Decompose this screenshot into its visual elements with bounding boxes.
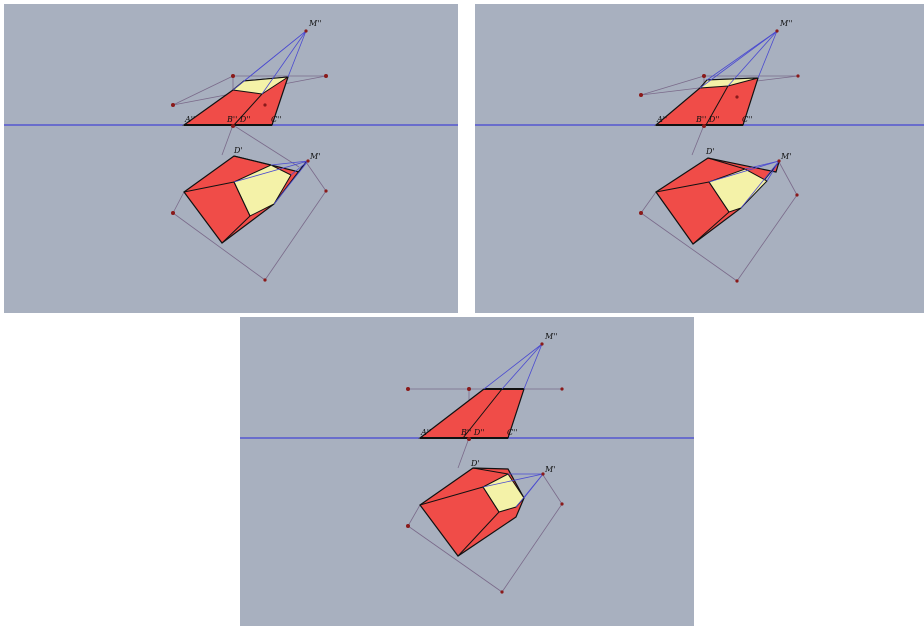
label-m-double-prime: M'': [544, 332, 558, 341]
label-m-double-prime: M'': [779, 19, 793, 28]
label-a-double-prime: A'': [420, 428, 431, 437]
projection-rays-lower: [708, 160, 780, 209]
label-m-prime: M': [780, 152, 791, 161]
top-view-pyramid-frustum: [183, 155, 307, 244]
label-d-prime: D': [705, 147, 715, 156]
top-view-pyramid-frustum: [655, 157, 780, 245]
label-m-prime: M': [309, 152, 320, 161]
projection-rays-upper: [483, 343, 543, 390]
label-b-d-double-prime: B'' D'': [226, 115, 251, 124]
projection-rays-upper: [699, 30, 778, 89]
panel-drawing: M'' M' A'' B'' D'' C'' D': [475, 19, 924, 283]
label-m-prime: M': [544, 465, 555, 474]
panel-drawing: M'' M' A'' B'' D'' C'' D': [4, 19, 458, 282]
construction-points: [171, 29, 328, 282]
projection-panel-top-left: M'' M' A'' B'' D'' C'' D': [4, 4, 458, 313]
front-view-pyramid-frustum: [654, 77, 759, 126]
projection-rays-lower: [482, 473, 544, 508]
label-d-prime: D': [470, 459, 480, 468]
construction-points: [406, 342, 564, 594]
label-a-double-prime: A'': [184, 115, 195, 124]
projection-rays-upper: [232, 30, 307, 95]
label-m-double-prime: M'': [308, 19, 322, 28]
projection-panel-bottom: M'' M' A'' B'' D'' C'' D': [240, 317, 694, 626]
projection-panel-top-right: M'' M' A'' B'' D'' C'' D': [475, 4, 924, 313]
label-b-d-double-prime: B'' D'': [695, 115, 720, 124]
projection-rays-lower: [233, 160, 309, 205]
label-a-double-prime: A'': [656, 115, 667, 124]
construction-points: [639, 29, 800, 283]
top-view-pyramid-frustum: [419, 467, 525, 557]
label-c-double-prime: C'': [742, 115, 753, 124]
construction-lines: [640, 75, 799, 282]
label-c-double-prime: C'': [271, 115, 282, 124]
label-c-double-prime: C'': [507, 428, 518, 437]
label-b-d-double-prime: B'' D'': [460, 428, 485, 437]
label-d-prime: D': [233, 146, 243, 155]
front-view-pyramid-frustum: [182, 76, 289, 126]
panel-drawing: M'' M' A'' B'' D'' C'' D': [240, 332, 694, 594]
